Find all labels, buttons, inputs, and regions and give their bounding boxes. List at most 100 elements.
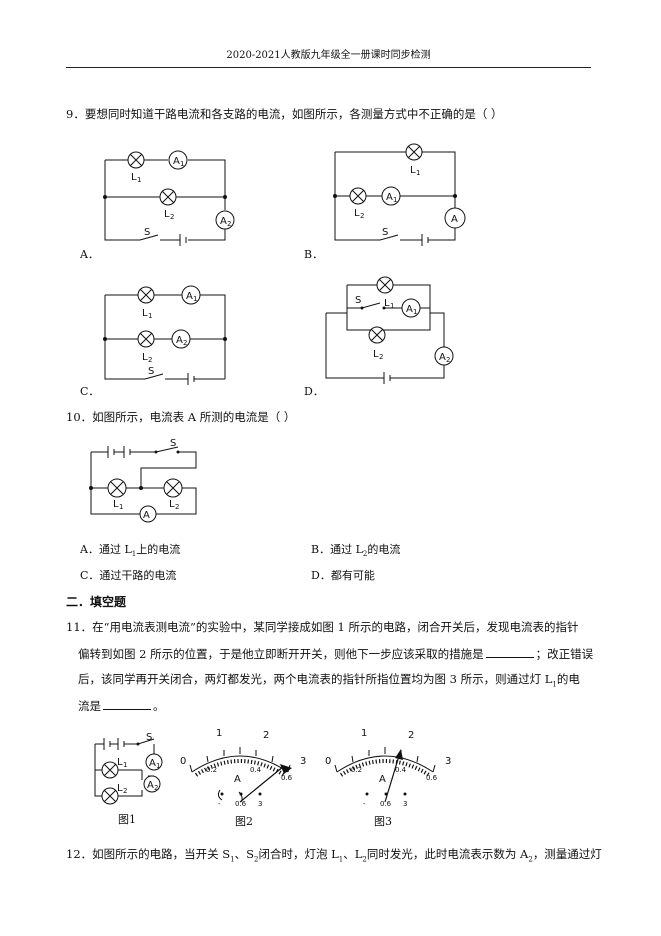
lamp-label: L — [354, 208, 360, 219]
ammeter-label: A — [173, 156, 180, 167]
option-10b: B．通过 L2的电流 — [311, 543, 401, 559]
circuit-10: S L 1 L 2 A — [89, 438, 197, 523]
lamp-sub: 1 — [390, 302, 394, 310]
ammeter-sub: 1 — [156, 762, 160, 770]
option-10c: C．通过干路的电流 — [80, 569, 177, 582]
circuit-9a: L 1 A 1 L 2 A 2 S — [103, 150, 235, 246]
ammeter-sub: 1 — [393, 196, 397, 204]
meter-tick-small: 0.6 — [426, 774, 438, 782]
meter-tick-small: 0.6 — [281, 774, 293, 782]
ammeter-label: A — [439, 352, 446, 363]
option-10d: D．都有可能 — [311, 569, 375, 582]
page-header: 2020-2021人教版九年级全一册课时同步检测 — [66, 46, 591, 68]
switch-label: S — [148, 366, 154, 377]
figure-2-caption: 图2 — [235, 815, 253, 828]
option-9c: C． — [80, 385, 100, 398]
meter-tick-small: 0.4 — [395, 766, 407, 774]
meter-tick-big: 0 — [325, 756, 331, 767]
meter-terminal: 0.6 — [380, 800, 392, 808]
lamp-label: L — [117, 757, 123, 768]
question-11-line1: 11．在“用电流表测电流”的实验中，某同学接成如图 1 所示的电路，闭合开关后，… — [66, 620, 579, 634]
meter-unit: A — [234, 774, 241, 785]
figure-2-meter: 0 1 2 3 0.2 0.4 0.6 A - 0.6 3 — [180, 728, 306, 808]
meter-tick-big: 0 — [180, 756, 186, 767]
option-9b: B． — [304, 248, 324, 261]
answer-blank-1[interactable] — [485, 645, 534, 658]
question-10-stem: 10．如图所示，电流表 A 所测的电流是（ ） — [66, 410, 296, 424]
ammeter-sub: 2 — [183, 339, 187, 347]
meter-tick-big: 3 — [445, 756, 451, 767]
option-10a: A．通过 L1上的电流 — [80, 543, 181, 559]
answer-blank-2[interactable] — [103, 697, 151, 710]
lamp-sub: 2 — [175, 503, 179, 511]
lamp-sub: 1 — [119, 503, 123, 511]
ammeter-label: A — [220, 216, 227, 227]
circuit-9b: L 1 L 2 A 1 A S — [333, 143, 466, 246]
lamp-sub: 2 — [379, 353, 383, 361]
lamp-sub: 2 — [360, 212, 364, 220]
ammeter-label: A — [186, 291, 193, 302]
ammeter-label: A — [176, 335, 183, 346]
meter-terminal: - — [363, 800, 366, 808]
option-9a: A． — [80, 248, 99, 261]
circuit-9d: S L 1 A 1 L 2 A 2 — [325, 276, 454, 384]
ammeter-label: A — [147, 780, 154, 791]
lamp-label: L — [373, 349, 379, 360]
meter-terminal: 3 — [258, 800, 262, 808]
meter-terminal: 0.6 — [235, 800, 247, 808]
lamp-sub: 2 — [170, 213, 174, 221]
ammeter-label: A — [149, 758, 156, 769]
figure-1-caption: 图1 — [118, 813, 136, 826]
figure-3-caption: 图3 — [374, 815, 392, 828]
question-11-line4: 流是。 — [78, 697, 165, 713]
ammeter-sub: 1 — [180, 160, 184, 168]
option-9d: D． — [304, 385, 324, 398]
ammeter-sub: 2 — [227, 220, 231, 228]
switch-label: S — [382, 227, 388, 238]
meter-unit: A — [379, 774, 386, 785]
figure-1-circuit: S L 1 L 2 A 1 A 2 — [94, 732, 163, 805]
question-11-line2: 偏转到如图 2 所示的位置，于是他立即断开开关，则他下一步应该采取的措施是；改正… — [78, 645, 594, 661]
ammeter-sub: 2 — [446, 356, 450, 364]
lamp-label: L — [169, 499, 175, 510]
ammeter-label: A — [386, 192, 393, 203]
lamp-label: L — [384, 298, 390, 309]
meter-terminal: 3 — [403, 800, 407, 808]
lamp-label: L — [131, 172, 137, 183]
lamp-label: L — [117, 783, 123, 794]
question-9-stem: 9．要想同时知道干路电流和各支路的电流，如图所示，各测量方式中不正确的是（ ） — [66, 107, 503, 121]
meter-terminal: - — [218, 800, 221, 808]
lamp-sub: 2 — [123, 787, 127, 795]
question-12-stem: 12．如图所示的电路，当开关 S1、S2闭合时，灯泡 L1、L2同时发光，此时电… — [66, 847, 602, 864]
meter-tick-big: 3 — [300, 756, 306, 767]
meter-tick-small: 0.4 — [250, 766, 262, 774]
switch-label: S — [146, 732, 152, 743]
lamp-label: L — [113, 499, 119, 510]
meter-tick-big: 1 — [216, 728, 222, 739]
ammeter-label: A — [143, 510, 150, 521]
lamp-sub: 2 — [148, 356, 152, 364]
meter-tick-small: 0.2 — [206, 766, 217, 774]
question-11-line3: 后，该同学再开关闭合，两灯都发光，两个电流表的指针所指位置均为图 3 所示，则通… — [78, 672, 580, 689]
lamp-label: L — [142, 308, 148, 319]
meter-tick-big: 2 — [263, 730, 269, 741]
lamp-label: L — [410, 165, 416, 176]
lamp-sub: 1 — [137, 176, 141, 184]
meter-tick-big: 2 — [408, 730, 414, 741]
lamp-label: L — [142, 352, 148, 363]
ammeter-sub: 2 — [154, 784, 158, 792]
lamp-sub: 1 — [416, 169, 420, 177]
circuit-9c: L 1 A 1 L 2 A 2 S — [103, 285, 227, 385]
ammeter-sub: 1 — [413, 308, 417, 316]
ammeter-label: A — [406, 304, 413, 315]
lamp-sub: 1 — [148, 312, 152, 320]
meter-tick-big: 1 — [361, 728, 367, 739]
lamp-label: L — [164, 209, 170, 220]
lamp-sub: 1 — [123, 761, 127, 769]
figure-3-meter: 0 1 2 3 0.2 0.4 0.6 A - 0.6 3 — [325, 728, 451, 808]
section-title: 二．填空题 — [66, 595, 127, 609]
switch-label: S — [355, 295, 361, 306]
ammeter-sub: 1 — [193, 295, 197, 303]
meter-tick-small: 0.2 — [351, 766, 362, 774]
ammeter-label: A — [451, 214, 458, 225]
